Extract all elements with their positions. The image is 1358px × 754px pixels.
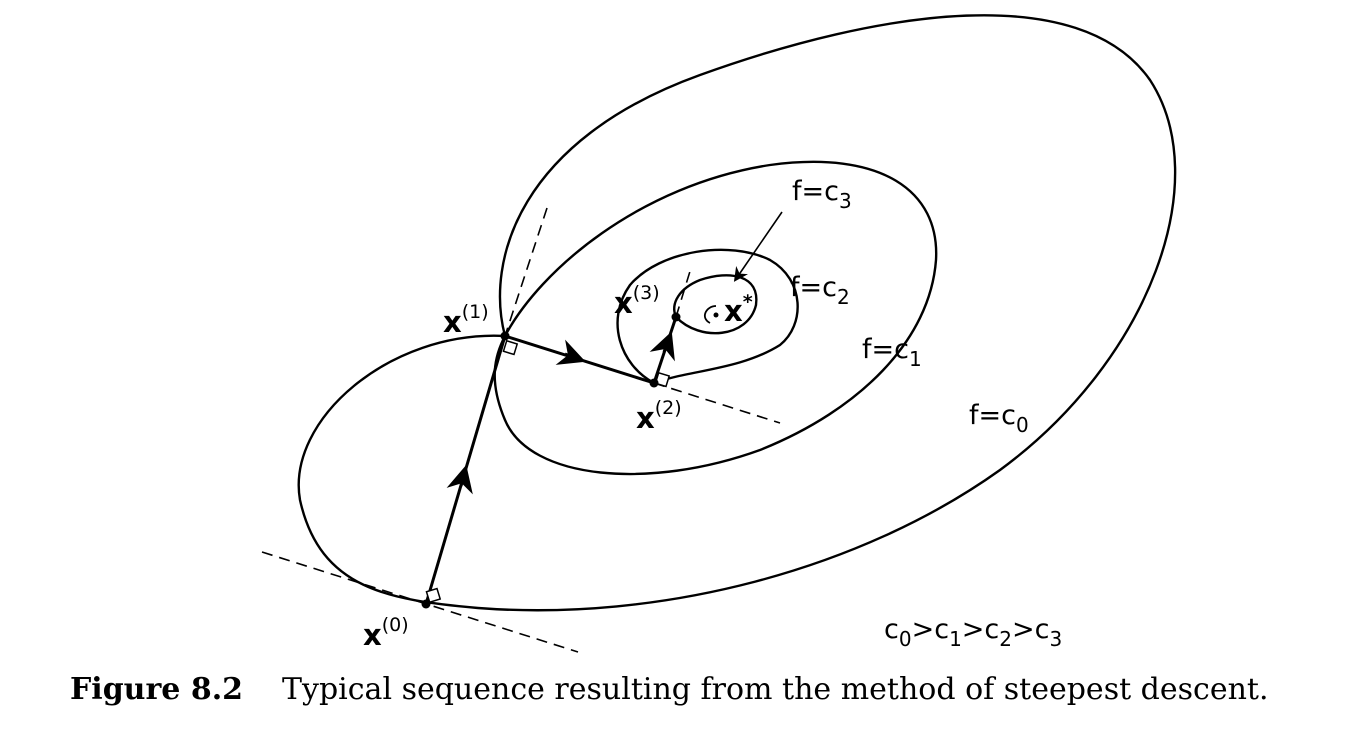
point-x0 <box>421 599 431 609</box>
tangent-at-x3 <box>675 267 692 318</box>
direction-arrow-2 <box>555 339 586 365</box>
level-curves <box>297 14 1177 612</box>
label-x3: x(3) <box>614 282 660 320</box>
caption-text: Typical sequence resulting from the meth… <box>282 672 1269 707</box>
tangent-at-x1 <box>504 207 548 337</box>
figure-number: Figure 8.2 <box>70 672 244 707</box>
right-angle-markers <box>425 339 671 604</box>
tangent-at-x2 <box>653 382 781 424</box>
label-x2: x(2) <box>636 397 682 435</box>
minimum-arc <box>703 305 717 324</box>
descent-path <box>424 316 678 605</box>
right-angle-x2 <box>654 371 671 388</box>
c3-pointer-arrow <box>733 211 783 282</box>
point-x2 <box>649 378 659 388</box>
contour-c1-curve <box>493 160 938 476</box>
point-x3 <box>671 312 681 322</box>
direction-arrow-3 <box>649 331 675 362</box>
point-xstar <box>713 312 719 318</box>
tangent-at-x0 <box>261 551 579 653</box>
label-x1: x(1) <box>443 301 489 339</box>
iterate-points <box>421 312 719 609</box>
label-contour-c1: f=c1 <box>862 334 922 371</box>
tangent-lines <box>261 207 781 653</box>
label-contour-c0: f=c0 <box>969 400 1029 437</box>
label-level-ordering: c0>c1>c2>c3 <box>884 614 1062 651</box>
label-contour-c2: f=c2 <box>790 272 850 309</box>
point-x1 <box>500 331 510 341</box>
direction-arrow-1 <box>446 464 473 495</box>
right-angle-x1 <box>502 339 519 356</box>
label-contour-c3: f=c3 <box>792 176 852 213</box>
contour-c2-curve <box>616 248 799 385</box>
label-x0: x(0) <box>363 614 409 652</box>
contour-c0-curve <box>297 14 1177 612</box>
step-x1-to-x2 <box>504 334 655 385</box>
contour-c3-curve <box>673 274 758 335</box>
label-xstar: x* <box>724 291 753 328</box>
step-x0-to-x1 <box>424 335 507 605</box>
right-angle-x0 <box>425 587 442 604</box>
